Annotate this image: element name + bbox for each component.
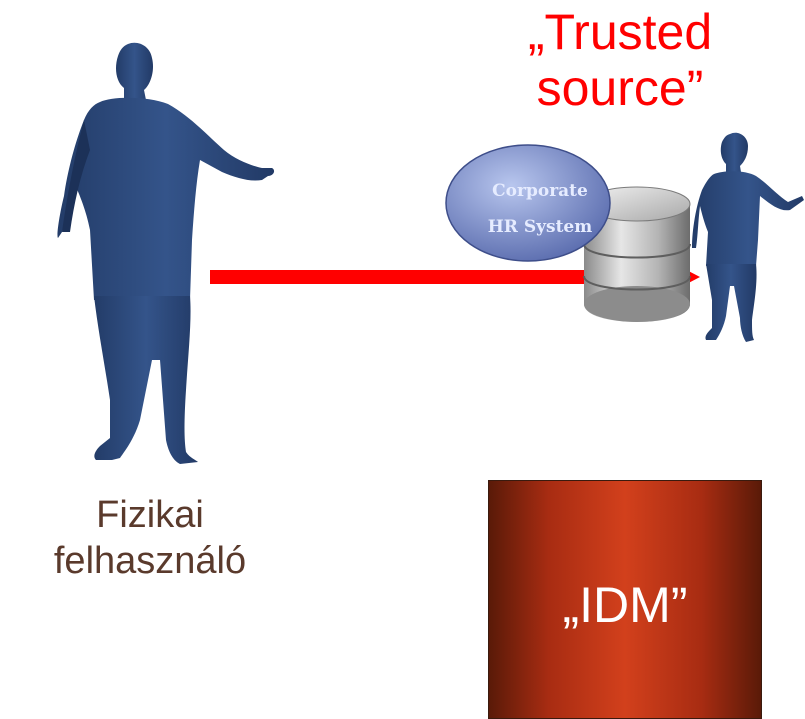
trusted-source-label: „Trusted source” [527, 4, 713, 116]
hr-system-line1: Corporate [492, 181, 588, 201]
person-pointing-icon [57, 42, 275, 464]
idm-box: „IDM” [488, 480, 762, 719]
idm-label: „IDM” [562, 576, 688, 633]
database-icon [583, 186, 691, 322]
person-standing-icon [692, 132, 804, 342]
physical-user-label: Fizikai felhasználó [53, 494, 247, 582]
hr-system-line2: HR System [488, 217, 593, 237]
hr-system-ellipse: Corporate HR System [445, 144, 611, 262]
